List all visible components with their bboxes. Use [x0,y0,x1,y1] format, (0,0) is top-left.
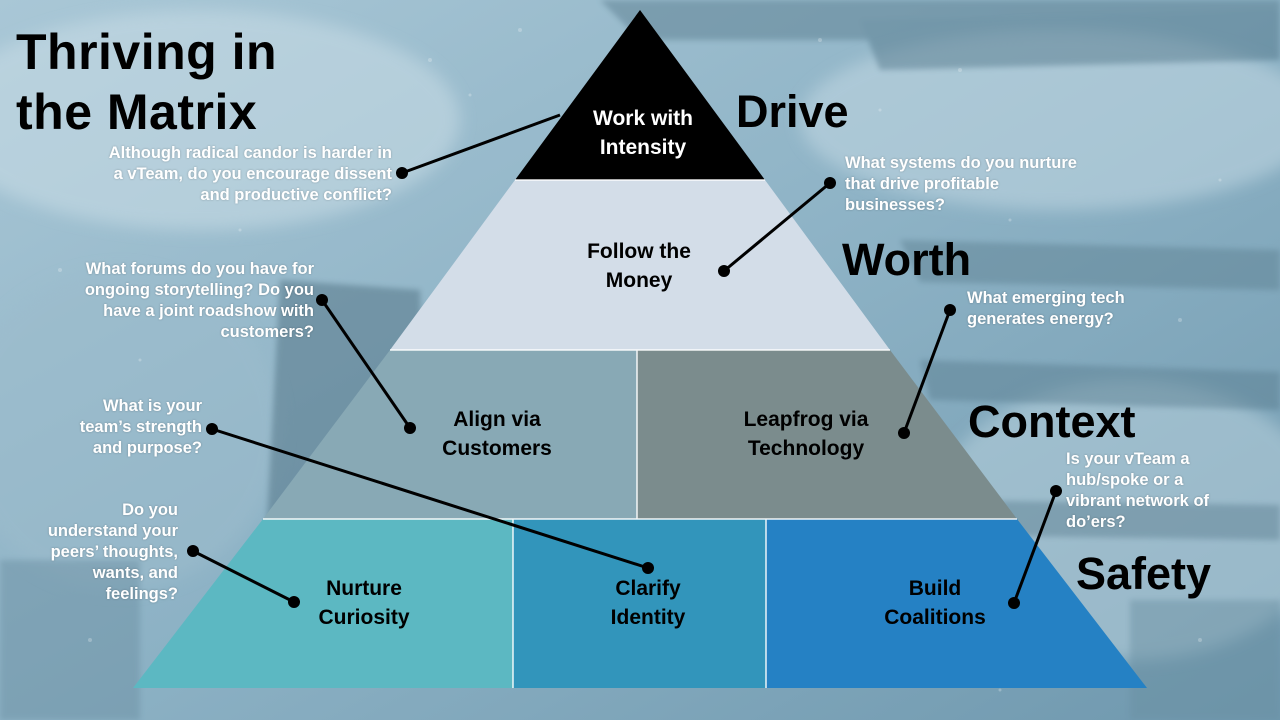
block-align-via-customers [263,350,637,519]
block-leapfrog-via-technology [637,350,1017,519]
question-systems-line-3: businesses? [845,196,945,214]
dot-candor-start [396,167,408,179]
question-team-line-1: What is your [102,397,202,415]
question-hub-line-4: do’ers? [1066,513,1126,531]
block-label-clarify: Clarify Identity [611,574,686,632]
dot-hub-start [1050,485,1062,497]
question-forums-line-1: What forums do you have for [85,260,314,278]
block-label-nurture: Nurture Curiosity [318,574,409,632]
question-peers-line-3: peers’ thoughts, [50,543,178,561]
question-systems-line-1: What systems do you nurture [845,154,1077,172]
tier-label-safety: Safety [1076,548,1212,599]
question-team-line-2: team’s strength [79,418,202,436]
block-nurture-curiosity [133,519,513,688]
connector-peers [192,549,295,604]
block-label-work-line-1: Work with [593,107,693,130]
question-candor-line-2: a vTeam, do you encourage dissent [113,165,392,183]
block-build-coalitions [766,519,1147,688]
question-forums-line-3: have a joint roadshow with [103,302,314,320]
dot-hub-end [1008,597,1020,609]
title-line-2: the Matrix [16,84,258,140]
question-candor-line-1: Although radical candor is harder in [108,144,392,162]
question-hub-line-1: Is your vTeam a [1066,450,1190,468]
question-candor-line-3: and productive conflict? [200,186,392,204]
dot-peers-start [187,545,199,557]
question-peers-line-5: feelings? [105,585,178,603]
block-clarify-identity [513,519,766,688]
question-team: What is your team’s strength and purpose… [80,396,202,459]
question-candor: Although radical candor is harder in a v… [109,143,392,206]
block-label-align-line-1: Align via [453,408,541,431]
block-label-build-line-2: Coalitions [884,606,986,629]
dot-team-start [206,423,218,435]
tier-label-context: Context [968,396,1136,447]
question-tech: What emerging tech generates energy? [967,288,1125,330]
connector-forums [320,299,412,429]
block-label-build-line-1: Build [908,577,962,600]
question-tech-line-2: generates energy? [967,310,1114,328]
block-label-clarify-line-1: Clarify [615,577,681,600]
block-label-nurture-line-2: Curiosity [318,606,410,629]
question-peers-line-4: wants, and [92,564,178,582]
tier-label-worth: Worth [842,234,972,285]
block-follow-the-money [390,180,890,350]
question-forums-line-2: ongoing storytelling? Do you [84,281,314,299]
block-label-money: Follow the Money [587,237,691,295]
connector-hub [1012,490,1058,604]
block-label-work-line-2: Intensity [599,136,687,159]
block-label-leapfrog: Leapfrog via Technology [744,405,869,463]
connector-systems [723,181,831,273]
dot-forums-end [404,422,416,434]
dot-systems-start [824,177,836,189]
dot-team-end [642,562,654,574]
question-peers-line-1: Do you [122,501,178,519]
question-tech-line-1: What emerging tech [967,289,1125,307]
question-hub-line-2: hub/spoke or a [1066,471,1184,489]
question-hub-line-3: vibrant network of [1066,492,1210,510]
connector-candor [401,113,561,175]
question-peers-line-2: understand your [47,522,178,540]
block-label-leapfrog-line-1: Leapfrog via [743,408,869,431]
connector-team [211,427,649,570]
question-forums: What forums do you have for ongoing stor… [85,259,314,343]
block-label-nurture-line-1: Nurture [326,577,402,600]
question-peers: Do you understand your peers’ thoughts, … [48,500,178,605]
block-label-leapfrog-line-2: Technology [747,437,865,460]
dot-systems-end [718,265,730,277]
dot-forums-start [316,294,328,306]
title-line-1: Thriving in [16,24,278,80]
block-label-money-line-1: Follow the [587,240,691,263]
block-work-with-intensity [515,10,765,180]
dot-peers-end [288,596,300,608]
block-label-money-line-2: Money [605,269,673,292]
connector-tech [902,309,952,434]
page-title: Thriving in the Matrix [16,22,277,142]
question-forums-line-4: customers? [220,323,314,341]
dot-tech-start [944,304,956,316]
block-label-clarify-line-2: Identity [610,606,686,629]
question-hub: Is your vTeam a hub/spoke or a vibrant n… [1066,449,1209,533]
dot-tech-end [898,427,910,439]
block-label-work: Work with Intensity [593,104,693,162]
block-label-align-line-2: Customers [442,437,552,460]
question-team-line-3: and purpose? [92,439,202,457]
question-systems: What systems do you nurture that drive p… [845,153,1077,216]
block-label-align: Align via Customers [442,405,552,463]
question-systems-line-2: that drive profitable [845,175,1000,193]
tier-label-drive: Drive [736,86,849,137]
block-label-build: Build Coalitions [884,574,986,632]
